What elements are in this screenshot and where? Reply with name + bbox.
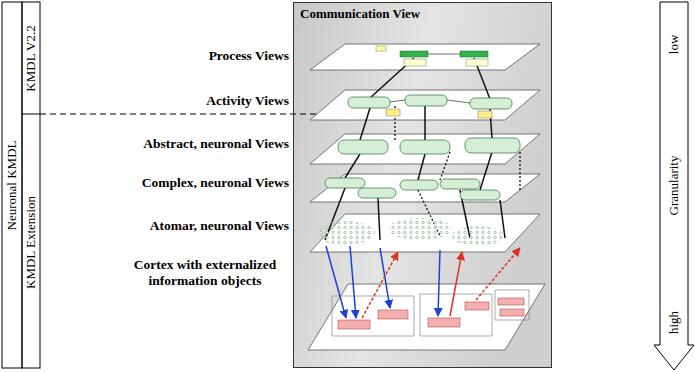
plane (310, 174, 540, 202)
layer-label: Cortex with externalized information obj… (119, 257, 291, 288)
bracket (22, 2, 40, 368)
view-panel: Communication View (293, 2, 552, 368)
layer-label: Activity Views (49, 93, 289, 109)
plane (310, 214, 540, 252)
plane (308, 284, 545, 350)
plane (310, 44, 540, 70)
bracket (2, 2, 22, 368)
group-label: KMDL V2.2 (24, 8, 39, 108)
layer-label: Process Views (49, 48, 289, 64)
dashed-boundary (40, 113, 330, 114)
panel-ground (293, 2, 552, 368)
granularity-arrow (654, 2, 694, 370)
group-label: Neuronal KMDL (5, 85, 20, 285)
layer-label: Abstract, neuronal Views (49, 136, 289, 152)
axis-label: high (667, 292, 682, 352)
group-label: KMDL Extension (24, 142, 39, 342)
panel-title: Communication View (294, 3, 426, 25)
layer-label: Complex, neuronal Views (49, 175, 289, 191)
axis-label: low (667, 14, 682, 74)
axis-label: Granularity (667, 125, 682, 245)
layer-label: Atomar, neuronal Views (49, 218, 289, 234)
divider (22, 114, 40, 115)
